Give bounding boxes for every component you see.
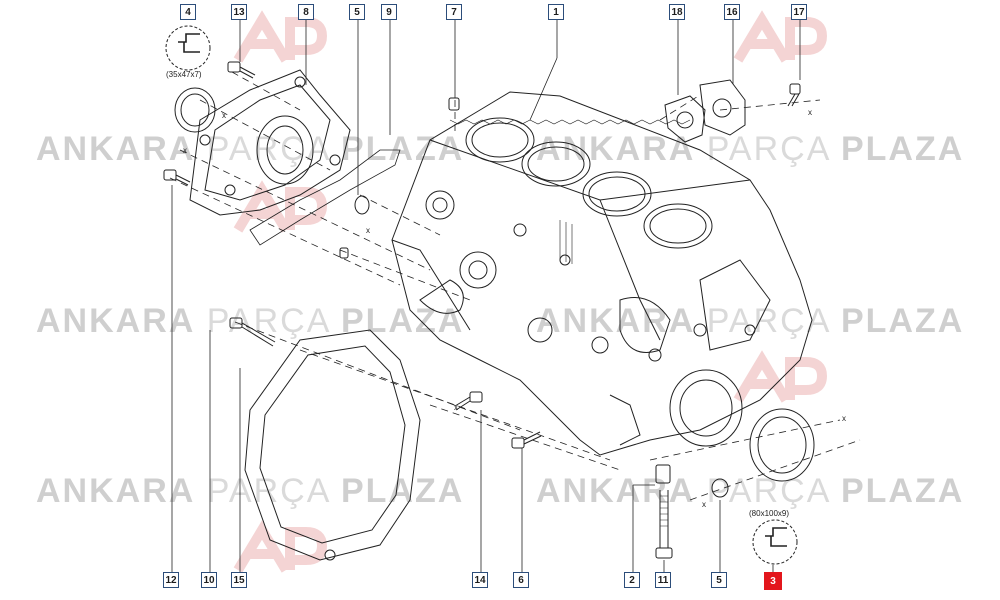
oil-seal-4 [174,87,216,133]
callout-7[interactable]: 7 [446,4,462,20]
callout-3-highlighted[interactable]: 3 [764,572,782,590]
callout-5-top[interactable]: 5 [349,4,365,20]
dowel-lower [339,247,349,259]
seal-4-dimension: (35x47x7) [166,70,202,79]
axis-mark-x: x [222,111,226,120]
bolt-6 [511,431,542,449]
watermark-logo-top-left [233,10,328,63]
callout-14[interactable]: 14 [472,572,488,588]
bolt-11 [655,490,673,559]
watermark-logo-mid-right [733,350,828,403]
callout-1[interactable]: 1 [548,4,564,20]
cylinder-bore-2 [521,141,591,187]
piston-jet-2 [655,464,671,484]
cylinder-bore-4 [643,203,713,249]
dowel-7 [448,97,460,111]
crank-seal-3 [749,408,815,482]
bolt-12 [163,169,191,186]
seal-3-dimension: (80x100x9) [749,509,790,518]
sleeve-5-bottom [711,478,729,498]
watermark-row-2-right: ANKARA PARÇA PLAZA [536,302,965,340]
leader-lines [171,20,801,572]
assembly-axes [169,71,861,501]
callout-13[interactable]: 13 [231,4,247,20]
gasket-9 [249,149,401,246]
callout-11[interactable]: 11 [655,572,671,588]
callout-16[interactable]: 16 [724,4,740,20]
axis-mark-x: x [366,226,370,235]
cylinder-bore-1 [465,117,535,163]
timing-cover-8 [189,69,351,216]
bolt-14 [454,391,483,411]
callout-4[interactable]: 4 [180,4,196,20]
seal-section-icon-3 [752,519,798,565]
rear-plate-15 [244,329,421,561]
watermark-row-2-left: ANKARA PARÇA PLAZA [36,302,465,340]
cylinder-bore-3 [582,171,652,217]
watermark-logo-bottom-left [233,520,328,573]
axis-mark-x: x [702,500,706,509]
seal-section-icon-4 [165,25,211,71]
axis-mark-x: x [454,403,458,412]
callout-15[interactable]: 15 [231,572,247,588]
cover-16 [699,79,746,136]
callout-5-bottom[interactable]: 5 [711,572,727,588]
callout-8[interactable]: 8 [298,4,314,20]
watermark-logo-mid-left [233,180,328,233]
crank-seal-seat [669,369,743,447]
axis-mark-x: x [183,146,187,155]
engine-block-1 [391,91,813,456]
callout-10[interactable]: 10 [201,572,217,588]
watermark-row-1-right: ANKARA PARÇA PLAZA [536,130,965,168]
gasket-18 [664,95,706,143]
callout-18[interactable]: 18 [669,4,685,20]
callout-12[interactable]: 12 [163,572,179,588]
callout-17[interactable]: 17 [791,4,807,20]
watermark-row-3-right: ANKARA PARÇA PLAZA [536,472,965,510]
watermark-row-3-left: ANKARA PARÇA PLAZA [36,472,465,510]
bolt-13 [227,61,256,79]
watermark-logo-marks [233,10,828,573]
line-art [163,20,861,572]
sleeve-5-top [354,195,370,215]
axis-mark-x: x [808,108,812,117]
callout-2[interactable]: 2 [624,572,640,588]
callout-9[interactable]: 9 [381,4,397,20]
bolt-17 [787,83,801,107]
watermark-logo-top-right [733,10,828,63]
bolt-10 [229,317,276,347]
callout-6[interactable]: 6 [513,572,529,588]
axis-mark-x: x [842,414,846,423]
